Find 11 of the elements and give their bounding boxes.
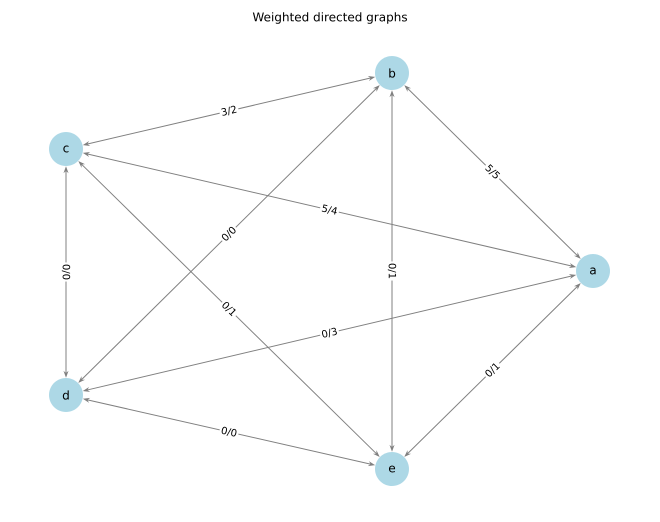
edge-label: 0/0	[218, 424, 240, 440]
edge-label: 0/0	[60, 262, 72, 282]
edge-label: 5/4	[318, 202, 340, 218]
edge-label: 0/1	[218, 298, 240, 320]
edge-label: 0/0	[218, 223, 240, 245]
edge-label: 3/2	[218, 103, 240, 119]
edge-label: 5/5	[482, 161, 504, 183]
edge-label: 0/3	[318, 325, 340, 341]
edge-label: 0/1	[482, 359, 504, 381]
edge-label: 0/1	[386, 261, 398, 281]
title: Weighted directed graphs	[252, 12, 407, 24]
